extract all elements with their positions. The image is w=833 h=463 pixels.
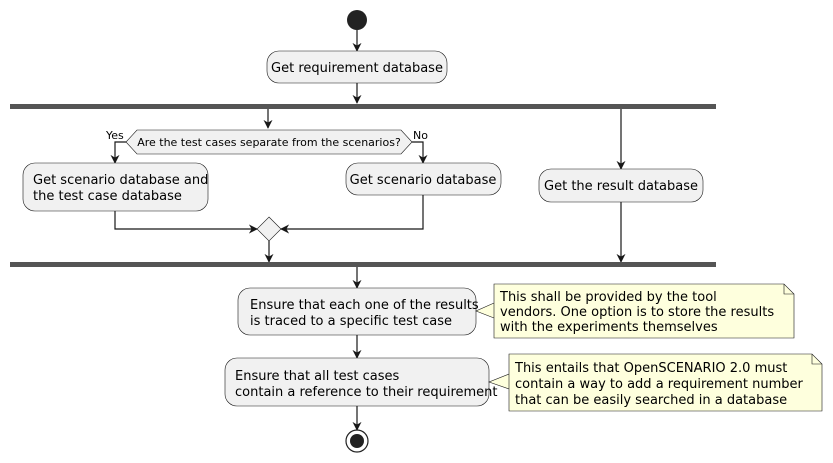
activity-get-scenario-database-label: Get scenario database: [350, 173, 497, 188]
activity-ensure-test-case-reference-line2: contain a reference to their requirement: [235, 385, 498, 400]
note2-connector: [488, 373, 510, 390]
edge-decision-no: [412, 141, 428, 164]
note-tool-vendors: [493, 283, 795, 339]
note1-fold: [783, 284, 794, 295]
decision-no-label: No: [413, 129, 428, 142]
merge-node: [256, 216, 282, 242]
note2-line2: contain a way to add a requirement numbe…: [515, 377, 804, 392]
fork-bar: [10, 104, 716, 109]
activity-get-requirement-database-label: Get requirement database: [271, 61, 443, 76]
end-node-inner: [350, 434, 364, 448]
end-node-outer: [345, 429, 369, 453]
decision-yes-label: Yes: [105, 129, 124, 142]
note1-line3: with the experiments themselves: [500, 320, 718, 335]
note2-connector-fill: [489, 374, 509, 389]
activity-ensure-test-case-reference-line1: Ensure that all test cases: [235, 369, 399, 384]
note1-line2: vendors. One option is to store the resu…: [500, 305, 774, 320]
activity-ensure-results-traced-line2: is traced to a specific test case: [250, 314, 452, 329]
join-bar: [10, 262, 716, 267]
edge-decision-yes: [110, 141, 126, 164]
activity-get-scenario-and-test-case-database-line1: Get scenario database and: [33, 173, 208, 188]
note-openscenario-requirement: [508, 353, 823, 412]
edge-no-to-merge: [280, 195, 424, 234]
activity-get-result-database-label: Get the result database: [544, 179, 698, 194]
activity-ensure-results-traced-line1: Ensure that each one of the results: [250, 298, 479, 313]
activity-get-scenario-and-test-case-database-line2: the test case database: [33, 189, 182, 204]
note1-line1: This shall be provided by the tool: [499, 290, 717, 305]
note2-line3: that can be easily searched in a databas…: [515, 393, 787, 408]
note2-line1: This entails that OpenSCENARIO 2.0 must: [514, 361, 787, 376]
decision-question: Are the test cases separate from the sce…: [137, 136, 401, 149]
note1-connector-fill: [476, 303, 494, 318]
edge-yes-to-merge: [114, 211, 258, 234]
note1-connector: [475, 302, 495, 319]
note2-fold: [811, 354, 822, 365]
start-node: [347, 10, 367, 30]
